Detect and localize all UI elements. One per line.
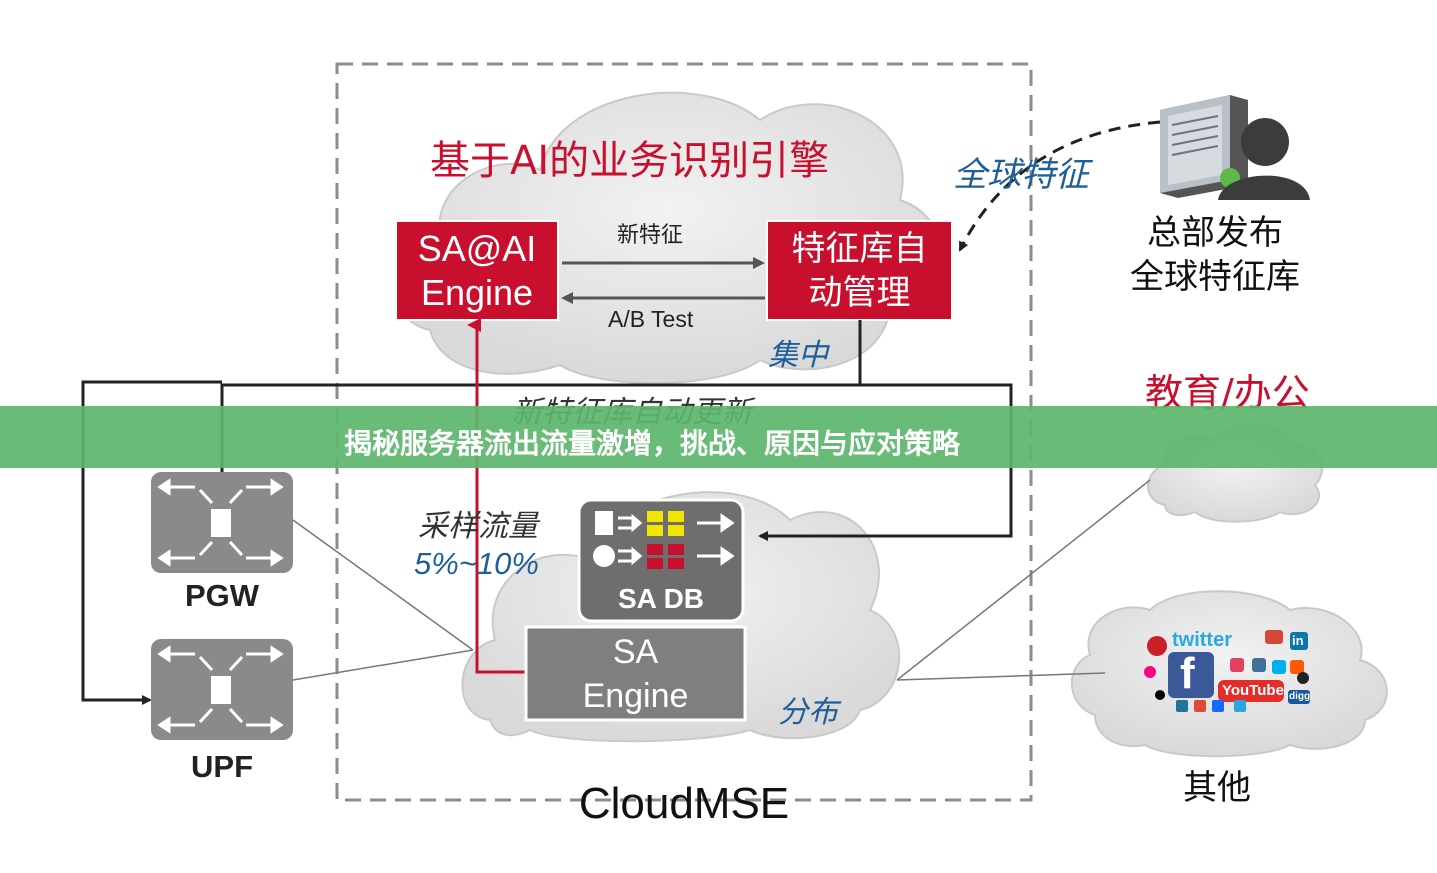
cloudmse-label: CloudMSE bbox=[578, 779, 790, 828]
digg-logo-text: digg bbox=[1289, 691, 1311, 702]
sampling-percent-label: 5%~10% bbox=[414, 546, 539, 581]
sa-engine-line1: SA bbox=[612, 632, 659, 671]
linkedin-logo-text: in bbox=[1292, 633, 1304, 648]
update-route-line bbox=[758, 320, 1013, 541]
hq-label: 总部发布 全球特征库 bbox=[1105, 210, 1325, 300]
youtube-logo-text: YouTube bbox=[1222, 682, 1284, 699]
global-feature-dashed-arrow bbox=[958, 120, 1161, 252]
feature-mgmt-box bbox=[766, 220, 953, 321]
centralized-label: 集中 bbox=[768, 338, 828, 373]
title-banner: 揭秘服务器流出流量激增，挑战、原因与应对策略 bbox=[0, 406, 1437, 468]
feature-mgmt-label: 特征库自 动管理 bbox=[767, 221, 952, 320]
new-feature-label: 新特征 bbox=[617, 223, 684, 248]
facebook-logo-text: f bbox=[1180, 649, 1195, 698]
upf-route-line bbox=[81, 380, 222, 705]
pgw-link-line bbox=[292, 519, 474, 651]
banner-title: 揭秘服务器流出流量激增，挑战、原因与应对策略 bbox=[344, 427, 961, 460]
pgw-label: PGW bbox=[184, 578, 260, 613]
ab-test-label: A/B Test bbox=[608, 306, 694, 332]
upf-router-icon bbox=[151, 639, 293, 740]
global-feature-label: 全球特征 bbox=[953, 155, 1089, 195]
sa-engine-line2: Engine bbox=[582, 676, 689, 715]
upf-label: UPF bbox=[191, 749, 253, 784]
other-link-line bbox=[896, 672, 1106, 681]
hq-line2: 全球特征库 bbox=[1130, 257, 1300, 297]
education-label: 教育/办公 bbox=[1145, 371, 1310, 415]
other-label: 其他 bbox=[1183, 768, 1251, 808]
hq-server-icon bbox=[1160, 95, 1310, 200]
sa-ai-engine-box bbox=[395, 220, 559, 321]
sa-engine-box bbox=[524, 625, 747, 722]
sa-ai-engine-line1: SA@AI bbox=[417, 227, 537, 269]
engine-title: 基于AI的业务识别引擎 bbox=[430, 138, 830, 184]
sa-ai-engine-label: SA@AI Engine bbox=[396, 221, 558, 320]
sa-engine-label: SA Engine bbox=[526, 627, 745, 720]
hq-line1: 总部发布 bbox=[1147, 213, 1283, 253]
distributed-label: 分布 bbox=[778, 695, 838, 730]
feature-mgmt-line2: 动管理 bbox=[808, 272, 911, 313]
education-link-line bbox=[896, 479, 1151, 681]
sa-ai-engine-line2: Engine bbox=[420, 271, 534, 313]
twitter-logo-text: twitter bbox=[1172, 629, 1232, 651]
sa-db-label: SA DB bbox=[617, 583, 705, 614]
other-cloud bbox=[1070, 590, 1388, 758]
sampling-label: 采样流量 bbox=[418, 509, 538, 544]
sa-db-box bbox=[577, 498, 745, 623]
upf-link-line bbox=[292, 649, 474, 681]
social-logos-icon bbox=[1144, 630, 1310, 712]
feature-mgmt-line1: 特征库自 bbox=[791, 228, 928, 269]
pgw-router-icon bbox=[151, 472, 293, 573]
